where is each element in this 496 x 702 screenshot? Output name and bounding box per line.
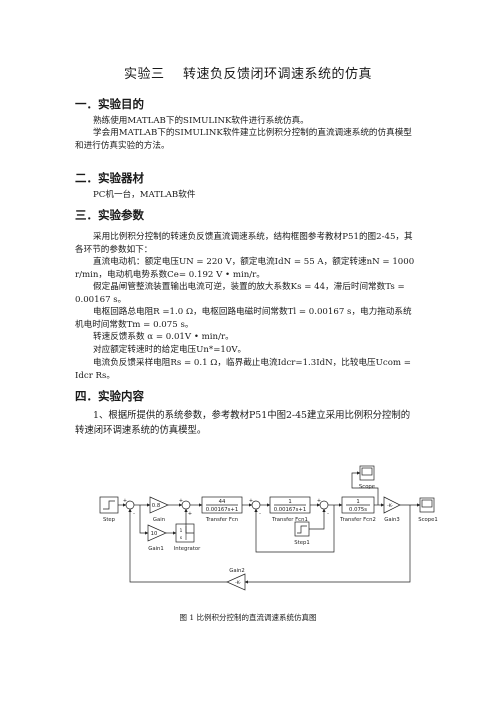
tf1-num: 1 — [288, 499, 291, 505]
svg-text:+: + — [179, 498, 183, 504]
tf-label: Transfer Fcn — [205, 517, 238, 523]
page-title: 实验三 转速负反馈闭环调速系统的仿真 — [0, 63, 496, 82]
integrator-label: Integrator — [174, 546, 201, 552]
gain-label: Gain — [153, 517, 165, 523]
tf2-den: 0.075s — [349, 507, 367, 513]
svg-text:-: - — [327, 511, 329, 517]
gain3-value: -K- — [387, 503, 393, 509]
tf2-num: 1 — [356, 499, 359, 505]
equipment-para: PC机一台，MATLAB软件 — [93, 190, 196, 200]
svg-text:+: + — [317, 498, 321, 504]
integrator-num: 1 — [180, 528, 183, 534]
section-heading-purpose: 一．实验目的 — [75, 97, 144, 111]
svg-text:+: + — [188, 511, 192, 517]
purpose-para-2: 学会用MATLAB下的SIMULINK软件建立比例积分控制的直流调速系统的仿真模… — [75, 128, 412, 151]
params-para-6: 对应额定转速时的给定电压Un*=10V。 — [93, 345, 247, 355]
params-para-3: 假定晶闸管整流装置输出电流可逆，装置的放大系数Ks = 44，滞后时间常数Ts … — [75, 282, 405, 305]
tf2-label: Transfer Fcn2 — [339, 517, 376, 523]
gain-value: 0.8 — [152, 503, 161, 509]
svg-text:-: - — [259, 511, 261, 517]
gain2-value: -K- — [235, 580, 241, 586]
gain1-label: Gain1 — [148, 546, 164, 552]
section-heading-params: 三．实验参数 — [75, 208, 144, 222]
params-para-2: 直流电动机：额定电压UN = 220 V，额定电流IdN = 55 A，额定转速… — [75, 257, 415, 280]
params-para-7: 电流负反馈采样电阻Rs = 0.1 Ω，临界截止电流Idcr=1.3IdN，比较… — [75, 358, 411, 381]
svg-text:-: - — [133, 511, 135, 517]
scope-label: Scope — [359, 484, 375, 490]
gain1-value: 10 — [151, 531, 158, 537]
simulink-diagram: Step 0.8 Gain 44 0.00167s+1 Transfer Fcn… — [99, 465, 438, 591]
tf1-label: Transfer Fcn1 — [271, 517, 308, 523]
content-para-1: 1、根据所提供的系统参数，参考教材P51中图2-45建立采用比例积分控制的转速闭… — [75, 410, 411, 436]
step1-label: Step1 — [294, 540, 309, 546]
section-heading-content: 四．实验内容 — [75, 389, 144, 403]
tf-num: 44 — [219, 499, 226, 505]
section-heading-equipment: 二．实验器材 — [75, 171, 144, 185]
title-experiment-name: 转速负反馈闭环调速系统的仿真 — [183, 67, 373, 82]
tf-den: 0.00167s+1 — [206, 507, 238, 513]
params-para-4: 电枢回路总电阻R =1.0 Ω，电枢回路电磁时间常数Tl = 0.00167 s… — [75, 307, 412, 330]
gain3-label: Gain3 — [384, 517, 400, 523]
params-para-5: 转速反馈系数 α = 0.01V • min/r。 — [93, 332, 234, 342]
scope1-label: Scope1 — [418, 517, 438, 523]
figure-caption: 图 1 比例积分控制的直流调速系统仿真图 — [179, 613, 317, 622]
purpose-para-1: 熟练使用MATLAB下的SIMULINK软件进行系统仿真。 — [93, 116, 309, 126]
gain2-label: Gain2 — [229, 568, 245, 574]
svg-text:+: + — [249, 498, 253, 504]
integrator-den: s — [180, 536, 183, 541]
tf1-den: 0.00167s+1 — [274, 507, 306, 513]
title-experiment-number: 实验三 — [123, 67, 165, 82]
step-label: Step — [103, 517, 116, 523]
params-para-1: 采用比例积分控制的转速负反馈直流调速系统，结构框图参考教材P51的图2-45，其… — [75, 232, 413, 255]
svg-text:+: + — [123, 498, 127, 504]
